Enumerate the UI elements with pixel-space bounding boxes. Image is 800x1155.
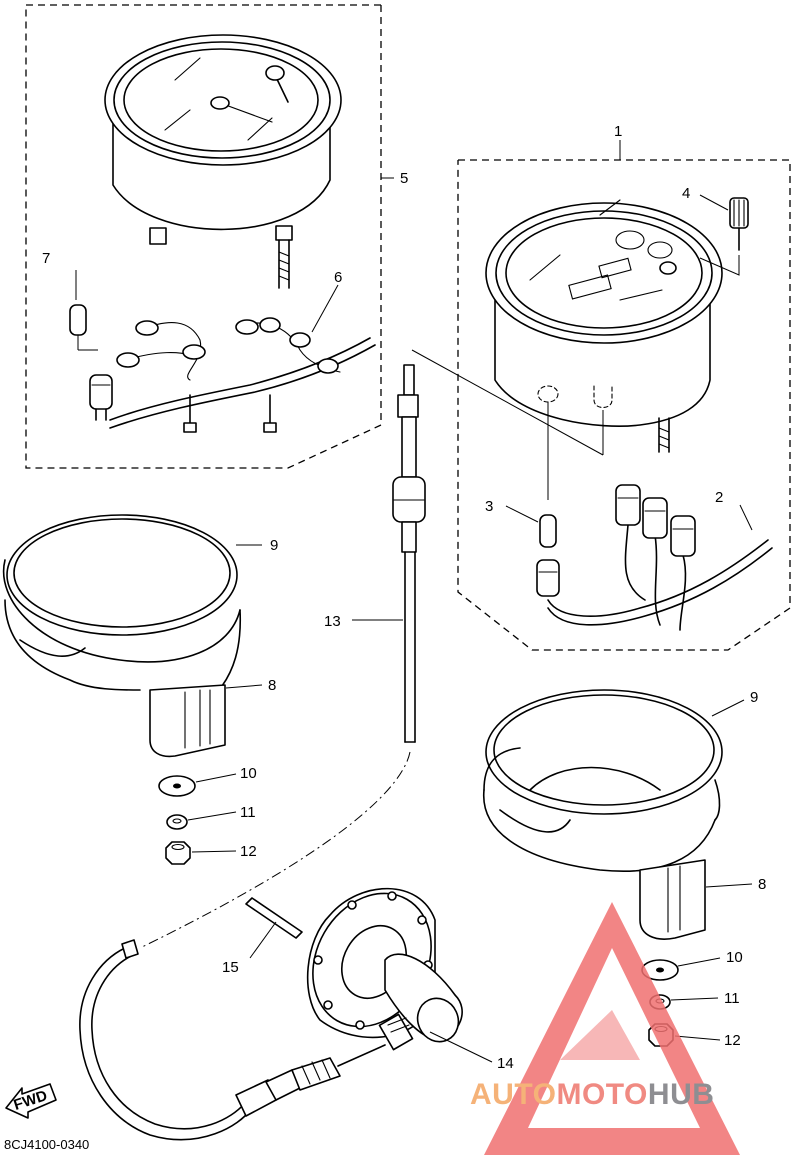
- watermark-hub: HUB: [648, 1078, 715, 1111]
- callout-10-right: 10: [726, 949, 743, 966]
- meter-cover-left: [2, 559, 263, 758]
- callout-8-left: 8: [268, 677, 276, 694]
- callout-4: 4: [682, 185, 690, 202]
- automotohub-watermark: AUTOMOTOHUB: [470, 902, 740, 1155]
- callout-13: 13: [324, 613, 341, 630]
- callout-15: 15: [222, 959, 239, 976]
- callout-labels: 1 2 3 4 5 6 7 8 9 10 11 12 13 9 8 10 11 …: [42, 123, 766, 1072]
- meter-cover-right: [483, 747, 753, 940]
- rim-ring-left-9: [6, 514, 262, 636]
- screw-left-b: [263, 394, 277, 433]
- speedometer-gear-unit-14: [306, 887, 493, 1063]
- watermark-moto: MOTO: [556, 1078, 647, 1111]
- rim-ring-right-9: [485, 689, 745, 815]
- callout-2: 2: [715, 489, 723, 506]
- callout-6: 6: [334, 269, 342, 286]
- lockwasher-left-11: [166, 811, 237, 830]
- callout-7: 7: [42, 250, 50, 267]
- bulb-7: [69, 270, 98, 351]
- callout-11-right: 11: [724, 990, 740, 1007]
- socket-right-a: [615, 484, 641, 526]
- fwd-arrow: FWD: [5, 1083, 57, 1119]
- callout-12-right: 12: [724, 1032, 741, 1049]
- callout-1: 1: [614, 123, 622, 140]
- screw-left-a: [183, 394, 197, 433]
- gauge-assembly-5: [104, 34, 342, 289]
- pin-15: [245, 897, 303, 959]
- speedometer-cable-13: [139, 364, 426, 949]
- svg-text:AUTOMOTOHUB: AUTOMOTOHUB: [470, 1078, 714, 1111]
- callout-11-left: 11: [240, 804, 256, 821]
- bulb-3: [505, 505, 557, 548]
- socket-right-d: [536, 559, 560, 597]
- wire-harness-6: [109, 284, 376, 429]
- washer-right-10: [641, 957, 721, 981]
- nut-left-12: [165, 841, 237, 865]
- washer-left-10: [158, 773, 237, 797]
- callout-14: 14: [497, 1055, 514, 1072]
- stud-bolt-right: [658, 417, 670, 453]
- socket-right-c: [670, 515, 696, 557]
- callout-9-left: 9: [270, 537, 278, 554]
- stud-bolt: [278, 239, 290, 289]
- lower-cable: [79, 939, 386, 1141]
- socket-right-b: [642, 497, 668, 539]
- wire-harness-2: [547, 504, 773, 631]
- callout-5: 5: [400, 170, 408, 187]
- socket-left: [89, 374, 113, 421]
- watermark-auto: AUTO: [470, 1078, 556, 1111]
- group-box-left: [25, 4, 394, 469]
- callout-12-left: 12: [240, 843, 257, 860]
- drawing-code: 8CJ4100-0340: [4, 1137, 89, 1152]
- callout-3: 3: [485, 498, 493, 515]
- callout-8-right: 8: [758, 876, 766, 893]
- callout-10-left: 10: [240, 765, 257, 782]
- callout-9-right: 9: [750, 689, 758, 706]
- group-box-right: [457, 140, 791, 651]
- gauge-assembly-1: [411, 199, 723, 500]
- knob-4: [699, 194, 749, 276]
- watermark-triangle: [484, 902, 740, 1155]
